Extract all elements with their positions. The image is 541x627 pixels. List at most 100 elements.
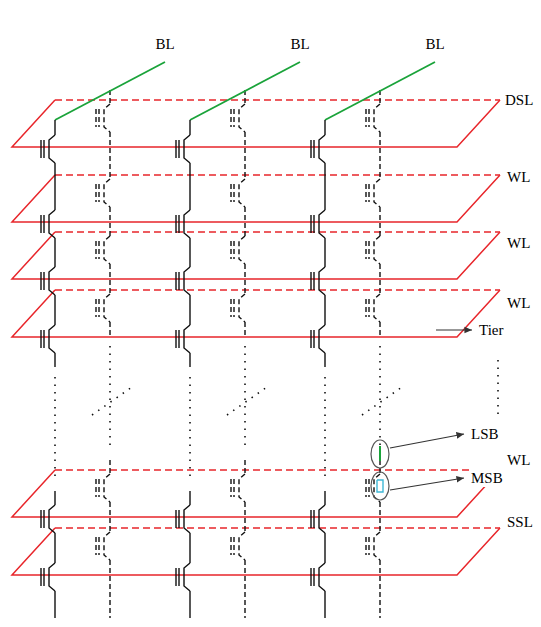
wire	[189, 163, 190, 210]
wire	[40, 330, 41, 348]
wire	[184, 563, 190, 591]
wire	[43, 272, 44, 290]
wire	[95, 241, 96, 259]
wire	[175, 510, 176, 528]
wire	[233, 537, 234, 555]
wire	[189, 120, 190, 135]
wire	[104, 104, 110, 132]
wire	[313, 330, 314, 348]
wire	[374, 104, 380, 132]
wire	[189, 295, 190, 325]
wire	[104, 179, 110, 207]
wire	[230, 299, 231, 317]
wire	[175, 568, 176, 586]
wire	[12, 175, 500, 222]
wire	[368, 537, 369, 555]
wire	[244, 502, 245, 532]
msb-ellipse	[371, 472, 389, 500]
wire	[374, 294, 380, 322]
wire	[310, 510, 311, 528]
wire	[379, 446, 381, 461]
wire	[365, 109, 366, 127]
wire	[377, 480, 383, 492]
wire	[319, 325, 325, 353]
wire	[98, 184, 99, 202]
wire	[313, 272, 314, 290]
wire	[324, 120, 325, 135]
wire	[109, 460, 110, 474]
wire	[319, 505, 325, 533]
wire	[43, 215, 44, 233]
wire	[49, 325, 55, 353]
wire	[178, 568, 179, 586]
wire	[184, 505, 190, 533]
wire	[324, 591, 325, 618]
wire	[365, 241, 366, 259]
wire	[313, 140, 314, 158]
wire	[365, 479, 366, 497]
wire	[319, 135, 325, 163]
wire	[310, 568, 311, 586]
wire	[230, 109, 231, 127]
wire	[379, 560, 380, 618]
wire	[12, 290, 500, 337]
wire	[109, 132, 110, 179]
wire	[40, 215, 41, 233]
wire	[239, 294, 245, 322]
wire	[368, 241, 369, 259]
bit-line-label: BL	[154, 35, 175, 53]
wire	[324, 491, 325, 505]
wire	[109, 207, 110, 236]
wire	[230, 537, 231, 555]
wire	[189, 353, 190, 367]
wire	[178, 215, 179, 233]
wire	[310, 272, 311, 290]
word-line-label: WL	[506, 168, 531, 186]
wire	[230, 241, 231, 259]
wire	[54, 491, 55, 505]
wire	[189, 591, 190, 618]
wire	[40, 510, 41, 528]
wire	[54, 120, 55, 135]
wire	[379, 132, 380, 179]
wire	[54, 353, 55, 367]
wire	[12, 528, 500, 575]
wire	[189, 533, 190, 563]
wire	[54, 591, 55, 618]
wire	[184, 135, 190, 163]
wire	[178, 330, 179, 348]
bit-line-label: BL	[424, 35, 445, 53]
wire	[54, 163, 55, 210]
leader-arrow	[390, 478, 464, 490]
wire	[54, 295, 55, 325]
wire	[374, 179, 380, 207]
wire	[239, 474, 245, 502]
wire	[95, 184, 96, 202]
wire	[244, 132, 245, 179]
wire	[310, 215, 311, 233]
wire	[109, 502, 110, 532]
wire	[244, 207, 245, 236]
wire	[379, 322, 380, 336]
wire	[244, 346, 246, 450]
wire	[49, 267, 55, 295]
wire	[313, 568, 314, 586]
wire	[40, 272, 41, 290]
wire	[244, 560, 245, 618]
wire	[310, 330, 311, 348]
word-line-label: WL	[506, 294, 531, 312]
wire	[324, 238, 325, 267]
wire	[109, 264, 110, 294]
wire	[49, 135, 55, 163]
wire	[95, 109, 96, 127]
select-line-label: SSL	[506, 513, 534, 531]
wire	[374, 236, 380, 264]
wire	[239, 532, 245, 560]
wire	[313, 215, 314, 233]
wire	[43, 330, 44, 348]
wire	[239, 236, 245, 264]
cell-strings	[41, 62, 498, 618]
wire	[49, 563, 55, 591]
